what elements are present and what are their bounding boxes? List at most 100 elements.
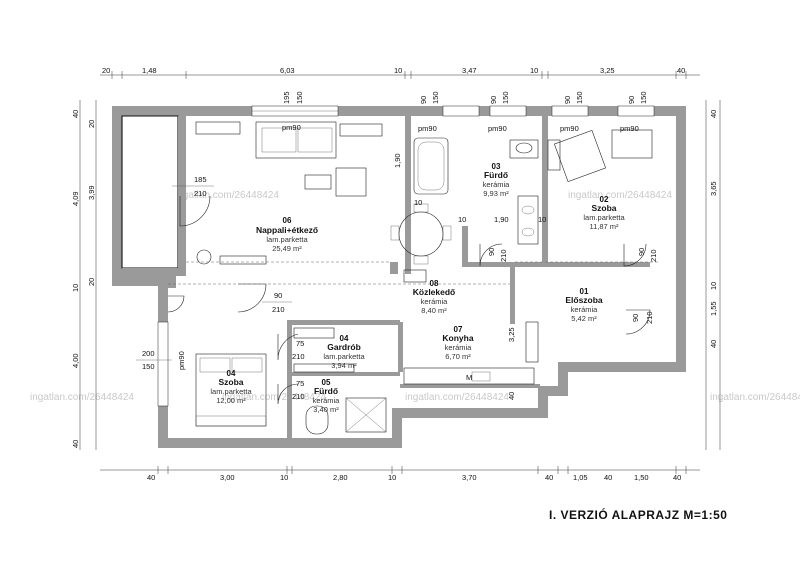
- door-dim-17: 210: [292, 392, 305, 401]
- room-03: 03 Fürdő kerámia 9,93 m²: [483, 162, 511, 198]
- svg-text:Közlekedő: Közlekedő: [413, 287, 456, 297]
- window-label-bath-1: pm90: [418, 124, 437, 133]
- watermark-5: ingatlan.com/26448424: [405, 392, 509, 403]
- dim-bottom-1: 40: [147, 473, 155, 482]
- door-dim-7: 10: [538, 215, 546, 224]
- dim-bottom-6: 3,70: [462, 473, 477, 482]
- dim-bottom-2: 3,00: [220, 473, 235, 482]
- svg-text:3,40 m²: 3,40 m²: [313, 405, 339, 414]
- dim-right-4: 1,55: [709, 301, 718, 316]
- watermark-1: ingatlan.com/26448424: [175, 190, 279, 201]
- window-label-living: pm90: [282, 123, 301, 132]
- dim-left-5: 20: [87, 278, 96, 286]
- boundaries: [168, 261, 660, 285]
- window-dim-10: 150: [639, 91, 648, 104]
- dim-bottom-8: 1,05: [573, 473, 588, 482]
- window-dim-2: 150: [295, 91, 304, 104]
- window-dim-6: 150: [501, 91, 510, 104]
- doors: [167, 195, 651, 405]
- door-dim-14: 75: [296, 339, 304, 348]
- svg-text:Fürdő: Fürdő: [314, 386, 338, 396]
- door-dim-15: 210: [292, 352, 305, 361]
- dim-right-5: 40: [709, 340, 718, 348]
- svg-text:kerámia: kerámia: [483, 180, 511, 189]
- door-dim-19: 150: [142, 362, 155, 371]
- dim-left-7: 4,00: [71, 353, 80, 368]
- dim-left-6: 10: [71, 284, 80, 292]
- door-dim-18: 200: [142, 349, 155, 358]
- watermark-2: ingatlan.com/26448424: [568, 190, 672, 201]
- dim-left-4: 4,09: [71, 191, 80, 206]
- dim-left-3: 3,99: [87, 185, 96, 200]
- door-labels: 185 210 1,90 10 10 1,90 10 90 210 90 210…: [136, 153, 658, 401]
- door-dim-21: 40: [507, 392, 516, 400]
- svg-text:07: 07: [454, 325, 463, 334]
- svg-text:Nappali+étkező: Nappali+étkező: [256, 225, 318, 235]
- svg-text:08: 08: [430, 279, 439, 288]
- svg-text:Szoba: Szoba: [591, 203, 616, 213]
- dim-left-8: 40: [71, 440, 80, 448]
- svg-text:8,40 m²: 8,40 m²: [421, 306, 447, 315]
- dim-top-1: 20: [102, 66, 110, 75]
- door-dim-3: 1,90: [393, 153, 402, 168]
- window-label-room2-1: pm90: [560, 124, 579, 133]
- room-05: 05 Fürdő kerámia 3,40 m²: [313, 378, 341, 414]
- dim-right-3: 10: [709, 282, 718, 290]
- window-dim-9: 90: [627, 96, 636, 104]
- door-dim-1: 185: [194, 175, 207, 184]
- dim-top-3: 6,03: [280, 66, 295, 75]
- door-dim-6: 1,90: [494, 215, 509, 224]
- window-label-bedroom: pm90: [177, 351, 186, 370]
- svg-text:05: 05: [322, 378, 331, 387]
- svg-text:01: 01: [580, 287, 589, 296]
- dim-bottom-3: 10: [280, 473, 288, 482]
- svg-text:5,42 m²: 5,42 m²: [571, 314, 597, 323]
- room-labels: 06 Nappali+étkező lam.parketta 25,49 m² …: [210, 162, 625, 414]
- svg-text:kerámia: kerámia: [421, 297, 449, 306]
- dim-top-6: 10: [530, 66, 538, 75]
- door-dim-4: 10: [414, 198, 422, 207]
- windows: [157, 105, 655, 407]
- watermark-4: ingatlan.com/26448424: [222, 392, 326, 403]
- watermarks: ingatlan.com/26448424 ingatlan.com/26448…: [30, 190, 800, 403]
- dimension-lines: [79, 71, 721, 474]
- svg-text:kerámia: kerámia: [571, 305, 599, 314]
- svg-text:kerámia: kerámia: [445, 343, 473, 352]
- svg-text:02: 02: [600, 195, 609, 204]
- door-dim-20: 3,25: [507, 327, 516, 342]
- window-dim-5: 90: [489, 96, 498, 104]
- door-dim-2: 210: [194, 189, 207, 198]
- svg-text:Konyha: Konyha: [442, 333, 473, 343]
- svg-text:04: 04: [340, 334, 349, 343]
- dim-bottom-7: 40: [545, 473, 553, 482]
- door-dim-5: 10: [458, 215, 466, 224]
- dim-top-7: 3,25: [600, 66, 615, 75]
- dim-left-2: 20: [87, 120, 96, 128]
- svg-text:3,94 m²: 3,94 m²: [331, 361, 357, 370]
- dim-bottom-5: 10: [388, 473, 396, 482]
- door-dim-9: 210: [499, 249, 508, 262]
- svg-text:06: 06: [283, 216, 292, 225]
- watermark-3: ingatlan.com/26448424: [30, 392, 134, 403]
- window-dim-8: 150: [575, 91, 584, 104]
- svg-text:12,00 m²: 12,00 m²: [216, 396, 246, 405]
- door-dim-10: 90: [637, 248, 646, 256]
- window-label-bath-2: pm90: [488, 124, 507, 133]
- room-07: 07 Konyha kerámia 6,70 m²: [442, 325, 473, 361]
- svg-text:Gardrób: Gardrób: [327, 342, 361, 352]
- door-dim-8: 90: [487, 248, 496, 256]
- svg-text:11,87 m²: 11,87 m²: [589, 222, 619, 231]
- room-08: 08 Közlekedő kerámia 8,40 m²: [413, 279, 456, 315]
- dim-top-8: 40: [677, 66, 685, 75]
- door-dim-11: 210: [649, 249, 658, 262]
- svg-text:lam.parketta: lam.parketta: [266, 235, 308, 244]
- room-01: 01 Előszoba kerámia 5,42 m²: [565, 287, 603, 323]
- walls: [112, 106, 686, 448]
- window-labels: pm90 pm90 pm90 pm90 pm90 pm90 195 150 90…: [177, 91, 648, 370]
- door-dim-24: 210: [645, 311, 654, 324]
- svg-text:Fürdő: Fürdő: [484, 170, 508, 180]
- svg-text:03: 03: [492, 162, 501, 171]
- svg-text:04: 04: [227, 369, 236, 378]
- dim-top-2: 1,48: [142, 66, 157, 75]
